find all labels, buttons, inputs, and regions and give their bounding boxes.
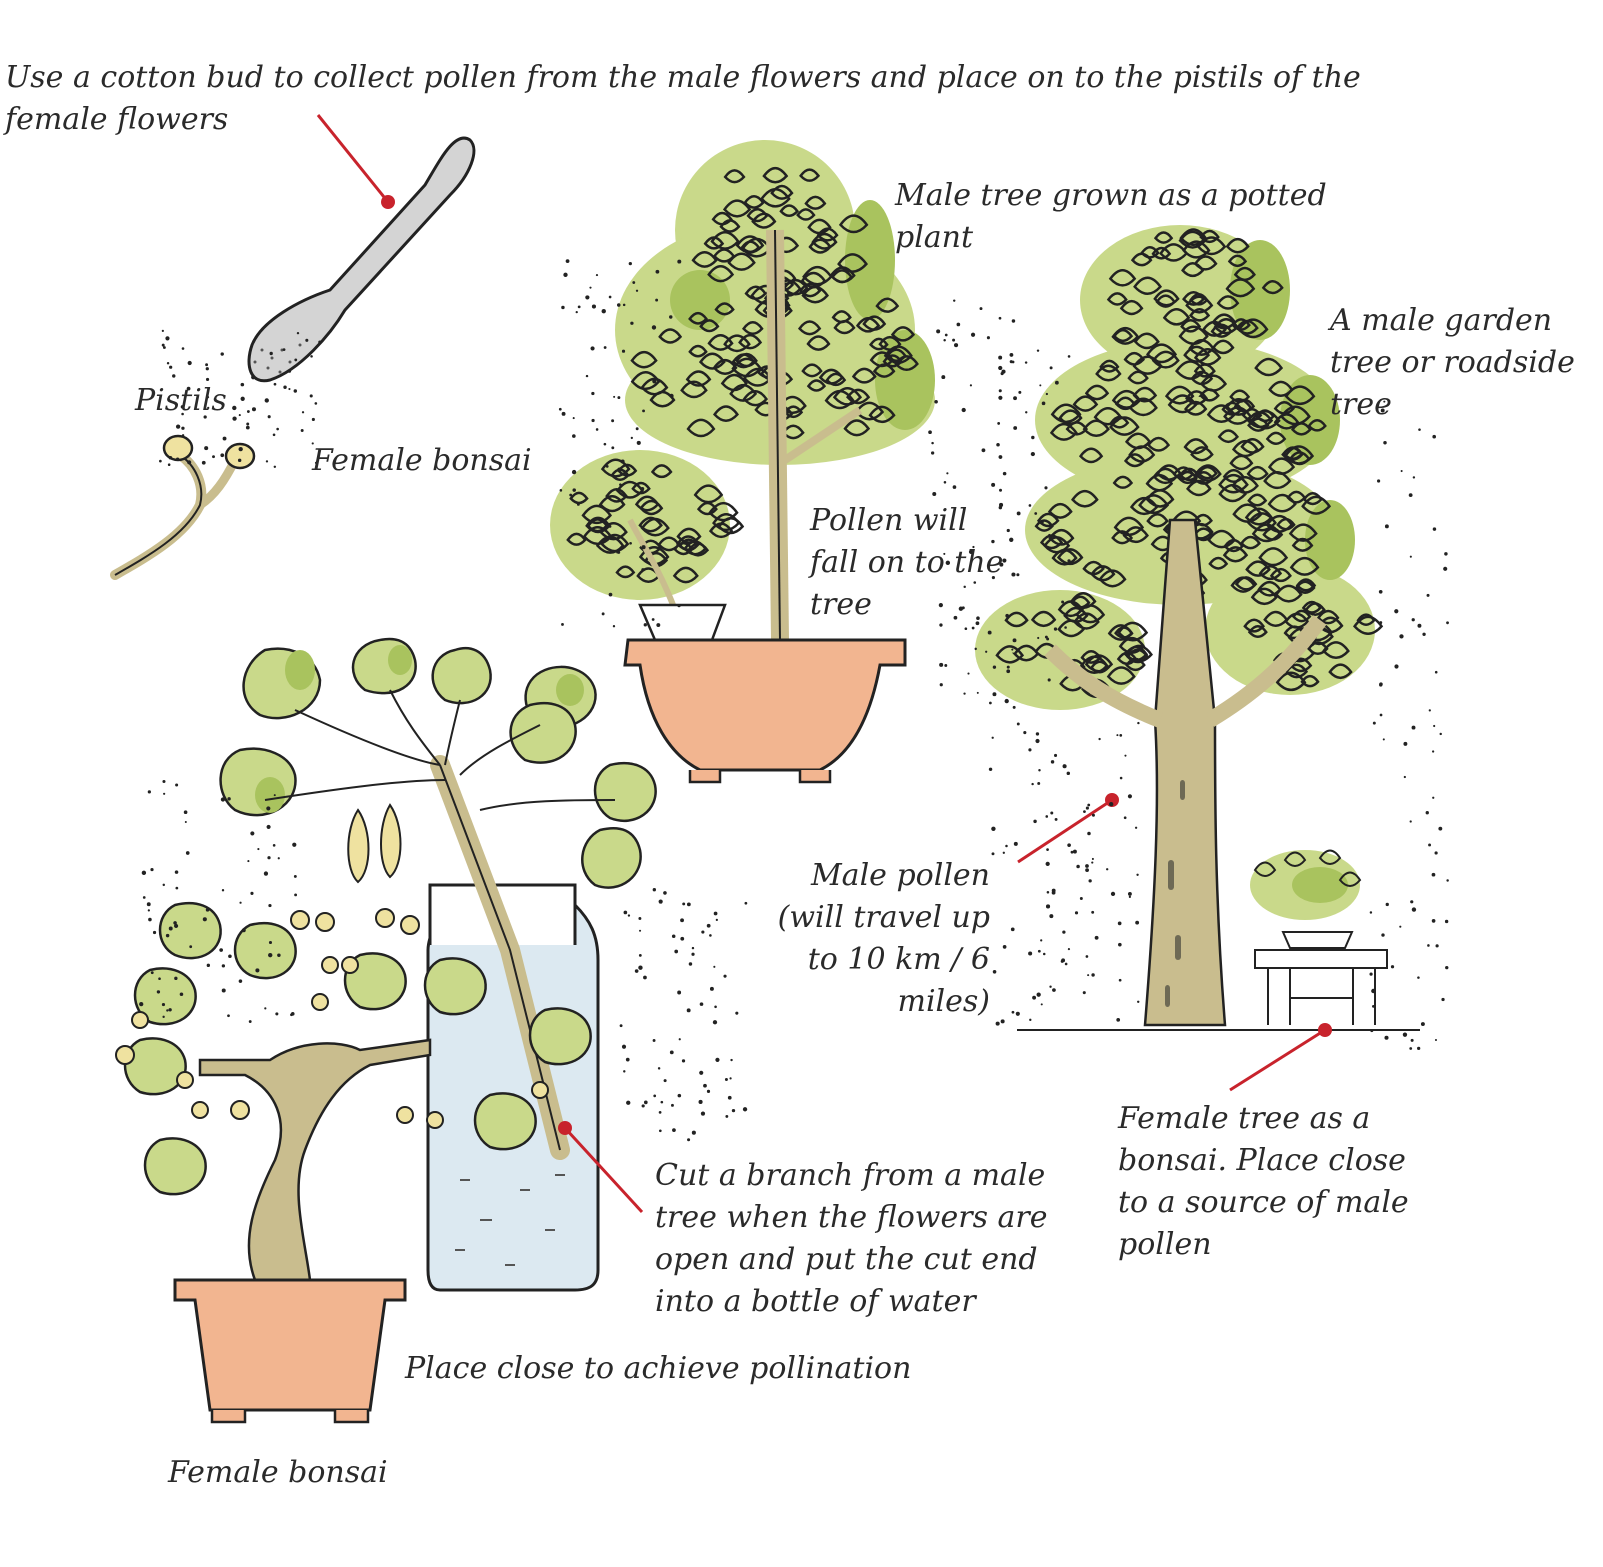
male-pollen-label-line1: Male pollen (810, 858, 990, 893)
male-pollen-label-line3: to 10 km / 6 (807, 942, 990, 977)
pollen-fall-label-line1: Pollen will (810, 503, 968, 538)
female-tree-bonsai-label: Female tree as a bonsai. Place close to … (1118, 1098, 1409, 1266)
female-tree-bonsai-label-line2: bonsai. Place close (1118, 1143, 1406, 1178)
male-garden-label-line1: A male garden (1330, 303, 1553, 338)
pollen-fall-label-line3: tree (810, 587, 872, 622)
female-tree-bonsai-label-line1: Female tree as a (1118, 1101, 1371, 1136)
male-garden-label-line3: tree (1330, 387, 1392, 422)
male-pollen-label-line2: (will travel up (777, 900, 990, 935)
cotton-bud-icon (247, 136, 476, 383)
male-garden-label-line2: tree or roadside (1330, 345, 1575, 380)
cotton-bud-label-line2: female flowers (5, 102, 229, 137)
male-potted-tree-icon (550, 140, 935, 784)
female-tree-bonsai-label-line4: pollen (1118, 1227, 1212, 1262)
cut-branch-label-line4: into a bottle of water (655, 1284, 976, 1319)
cut-branch-label-line3: open and put the cut end (655, 1242, 1038, 1277)
male-potted-label-line2: plant (895, 220, 974, 255)
male-garden-label: A male garden tree or roadside tree (1330, 300, 1575, 426)
cut-branch-label-line2: tree when the flowers are (655, 1200, 1048, 1235)
cut-branch-label-line1: Cut a branch from a male (655, 1158, 1046, 1193)
pistils-branch-icon (110, 434, 256, 580)
male-garden-tree-icon (975, 225, 1420, 1031)
place-close-label: Place close to achieve pollination (405, 1351, 912, 1386)
female-bonsai-bottom-label: Female bonsai (168, 1455, 388, 1490)
male-potted-label: Male tree grown as a potted plant (895, 175, 1327, 259)
male-pollen-label: Male pollen (will travel up to 10 km / 6… (760, 855, 990, 1023)
female-bonsai-top-label: Female bonsai (312, 443, 532, 478)
pistils-label: Pistils (135, 383, 227, 418)
cut-branch-label: Cut a branch from a male tree when the f… (655, 1155, 1047, 1323)
cotton-bud-label-line1: Use a cotton bud to collect pollen from … (5, 60, 1361, 95)
pollen-fall-label-line2: fall on to the (810, 545, 1004, 580)
male-pollen-label-line4: miles) (897, 984, 991, 1019)
pointer-lines (316, 114, 1332, 1214)
female-tree-bonsai-label-line3: to a source of male (1118, 1185, 1409, 1220)
male-potted-label-line1: Male tree grown as a potted (895, 178, 1327, 213)
female-bonsai-tree-icon (115, 901, 592, 1424)
pollen-fall-label: Pollen will fall on to the tree (810, 500, 1003, 626)
cotton-bud-label: Use a cotton bud to collect pollen from … (5, 57, 1361, 141)
pollen-dots (139, 259, 1449, 1142)
bonsai-on-stand-icon (1250, 849, 1388, 1025)
ginkgo-branch-leaves-icon (219, 637, 657, 889)
